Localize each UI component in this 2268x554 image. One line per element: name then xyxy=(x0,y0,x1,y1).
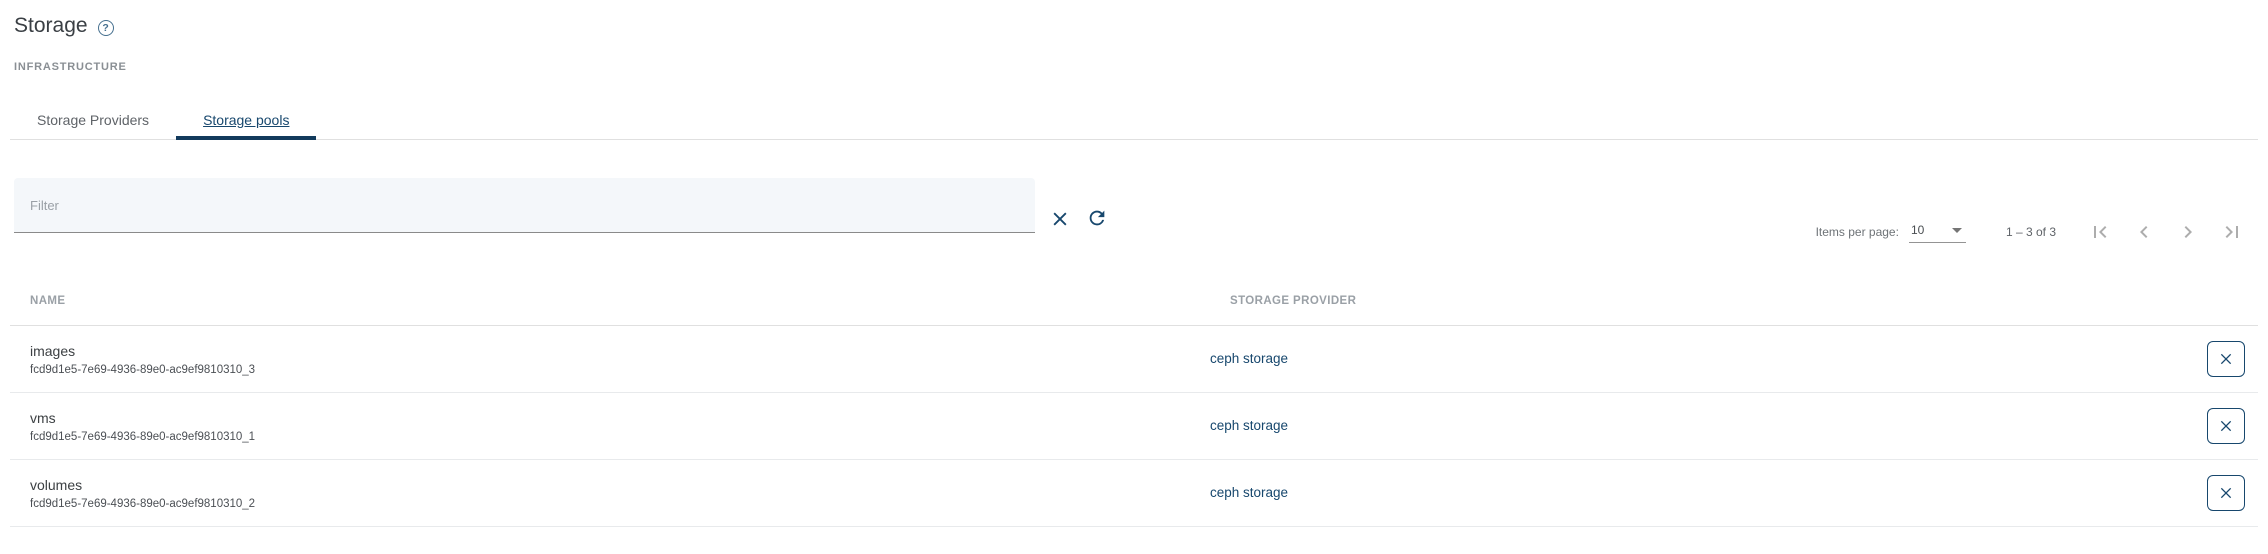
help-icon[interactable]: ? xyxy=(97,19,114,36)
provider-link[interactable]: ceph storage xyxy=(1210,351,1289,366)
delete-pool-button[interactable] xyxy=(2207,408,2245,444)
pool-name-cell: vms fcd9d1e5-7e69-4936-89e0-ac9ef9810310… xyxy=(10,410,1210,443)
pool-name: images xyxy=(30,342,76,359)
table-row: volumes fcd9d1e5-7e69-4936-89e0-ac9ef981… xyxy=(10,460,2258,527)
table-row: images fcd9d1e5-7e69-4936-89e0-ac9ef9810… xyxy=(10,326,2258,393)
filter-input[interactable] xyxy=(14,178,1035,232)
pool-id: fcd9d1e5-7e69-4936-89e0-ac9ef9810310_2 xyxy=(30,497,256,510)
page-range-label: 1 – 3 of 3 xyxy=(2005,225,2056,239)
provider-cell: ceph storage xyxy=(1210,350,2194,368)
storage-pools-table: NAME STORAGE PROVIDER images fcd9d1e5-7e… xyxy=(10,276,2258,527)
close-icon xyxy=(2220,487,2232,499)
refresh-button[interactable] xyxy=(1082,203,1112,233)
pool-id: fcd9d1e5-7e69-4936-89e0-ac9ef9810310_3 xyxy=(30,363,256,376)
delete-pool-button[interactable] xyxy=(2207,475,2245,511)
breadcrumb-section-label: INFRASTRUCTURE xyxy=(14,61,127,73)
column-header-storage-provider: STORAGE PROVIDER xyxy=(1230,294,1357,307)
tab-bar: Storage Providers Storage pools xyxy=(10,100,2258,140)
delete-pool-button[interactable] xyxy=(2207,341,2245,377)
close-icon xyxy=(2220,420,2232,432)
last-page-button[interactable] xyxy=(2210,212,2254,252)
toolbar: Items per page: 10 1 – 3 of 3 xyxy=(10,140,2258,276)
items-per-page-select[interactable]: 10 xyxy=(1908,221,1966,243)
pool-name: vms xyxy=(30,409,56,426)
clear-filter-button[interactable] xyxy=(1046,205,1074,233)
page-title: Storage xyxy=(14,14,88,37)
items-per-page-label: Items per page: xyxy=(1815,225,1899,239)
column-header-name: NAME xyxy=(30,294,66,307)
pool-id: fcd9d1e5-7e69-4936-89e0-ac9ef9810310_1 xyxy=(30,430,256,443)
chevron-right-icon xyxy=(2184,226,2192,238)
pool-name-cell: volumes fcd9d1e5-7e69-4936-89e0-ac9ef981… xyxy=(10,477,1210,510)
pool-name-cell: images fcd9d1e5-7e69-4936-89e0-ac9ef9810… xyxy=(10,343,1210,376)
refresh-icon xyxy=(1089,210,1105,226)
first-page-button[interactable] xyxy=(2078,212,2122,252)
next-page-button[interactable] xyxy=(2166,212,2210,252)
table-row: vms fcd9d1e5-7e69-4936-89e0-ac9ef9810310… xyxy=(10,393,2258,460)
close-icon xyxy=(2220,353,2232,365)
chevron-down-icon xyxy=(1951,227,1962,233)
last-page-icon xyxy=(2225,226,2238,238)
tab-storage-pools[interactable]: Storage pools xyxy=(176,100,317,140)
provider-link[interactable]: ceph storage xyxy=(1210,418,1289,433)
first-page-icon xyxy=(2094,226,2107,238)
tab-storage-providers[interactable]: Storage Providers xyxy=(37,111,150,128)
provider-cell: ceph storage xyxy=(1210,484,2194,502)
provider-cell: ceph storage xyxy=(1210,417,2194,435)
paginator: Items per page: 10 1 – 3 of 3 xyxy=(1816,212,2254,252)
filter-field xyxy=(14,178,1035,233)
items-per-page-value: 10 xyxy=(1910,223,1925,237)
provider-link[interactable]: ceph storage xyxy=(1210,485,1289,500)
page-header: Storage ? xyxy=(10,0,2258,38)
chevron-left-icon xyxy=(2140,226,2148,238)
pool-name: volumes xyxy=(30,476,83,493)
pager-buttons xyxy=(2078,212,2254,252)
close-icon xyxy=(1053,212,1067,226)
previous-page-button[interactable] xyxy=(2122,212,2166,252)
table-header-row: NAME STORAGE PROVIDER xyxy=(10,276,2258,326)
